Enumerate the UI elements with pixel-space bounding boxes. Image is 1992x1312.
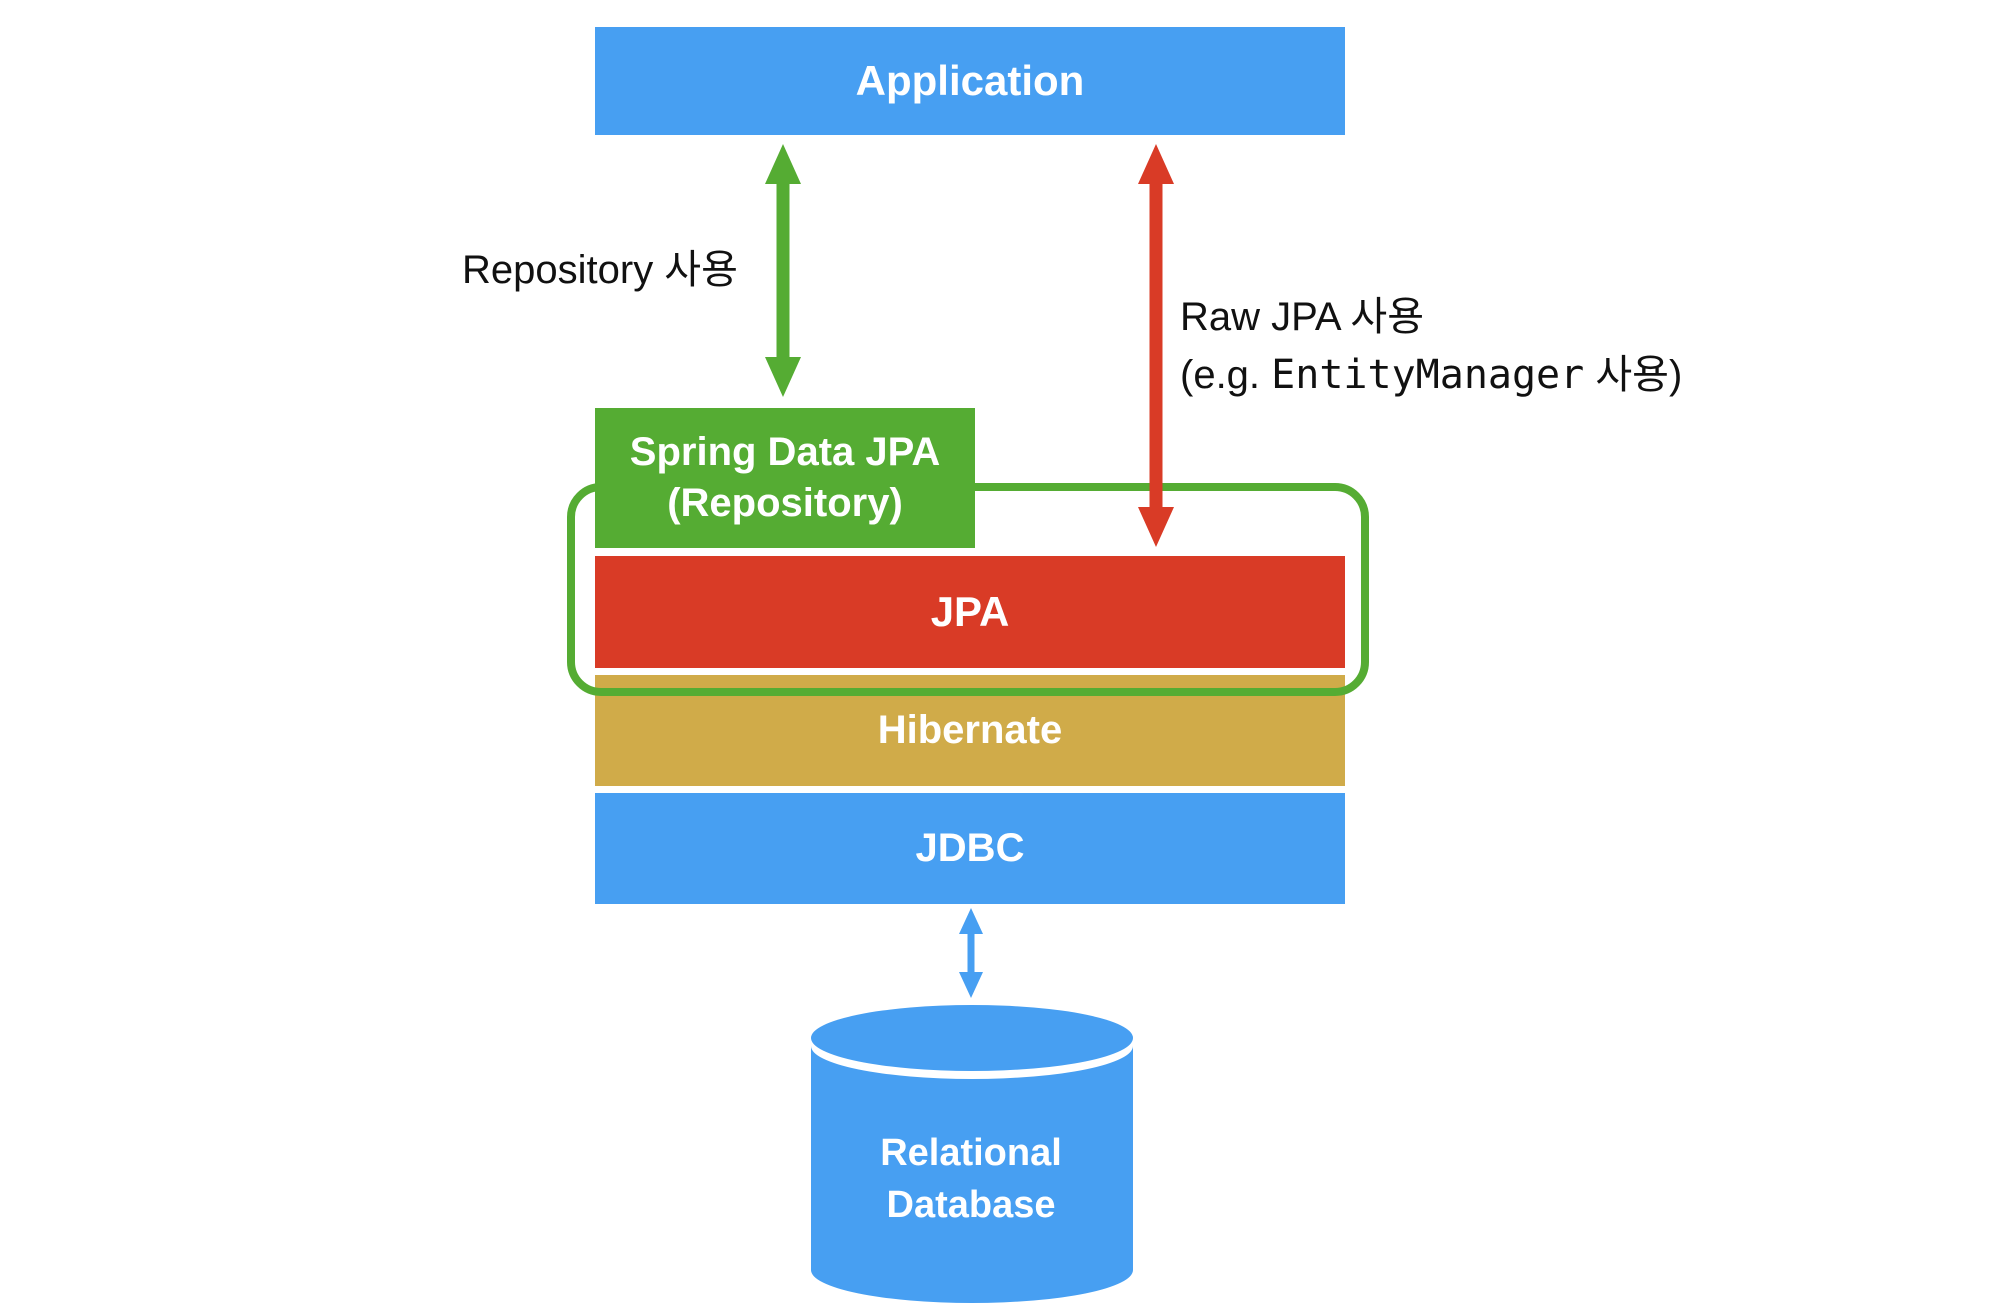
jpa-label: JPA [930, 588, 1010, 635]
database-label: Relational Database [771, 1127, 1171, 1231]
database-cylinder-lid [811, 1005, 1133, 1071]
raw-jpa-usage-line2-suffix: 사용) [1584, 353, 1683, 397]
spring-data-jpa-label-line1: Spring Data JPA [629, 430, 941, 474]
spring-data-jpa-label-line2: (Repository) [667, 481, 903, 525]
jdbc-label: JDBC [915, 826, 1025, 870]
spring-data-jpa-box: Spring Data JPA (Repository) [595, 408, 975, 548]
jpa-box: JPA [595, 556, 1345, 668]
raw-jpa-usage-label-line1: Raw JPA 사용 [1180, 295, 1425, 339]
database-label-line2: Database [886, 1184, 1056, 1226]
jdbc-box: JDBC [595, 793, 1345, 904]
repository-usage-label: Repository 사용 [462, 248, 738, 292]
raw-jpa-usage-label-line2: (e.g. EntityManager 사용) [1180, 351, 1682, 399]
jdbc-database-arrow-icon [959, 908, 983, 998]
hibernate-box: Hibernate [595, 675, 1345, 786]
hibernate-label: Hibernate [877, 708, 1063, 752]
database-label-line1: Relational [880, 1132, 1062, 1174]
application-box: Application [595, 27, 1345, 135]
repository-usage-arrow-icon [765, 144, 801, 397]
application-label: Application [855, 57, 1085, 104]
entitymanager-code-text: EntityManager [1271, 352, 1585, 398]
raw-jpa-usage-arrow-icon [1138, 144, 1174, 547]
raw-jpa-usage-line2-prefix: (e.g. [1180, 353, 1272, 397]
